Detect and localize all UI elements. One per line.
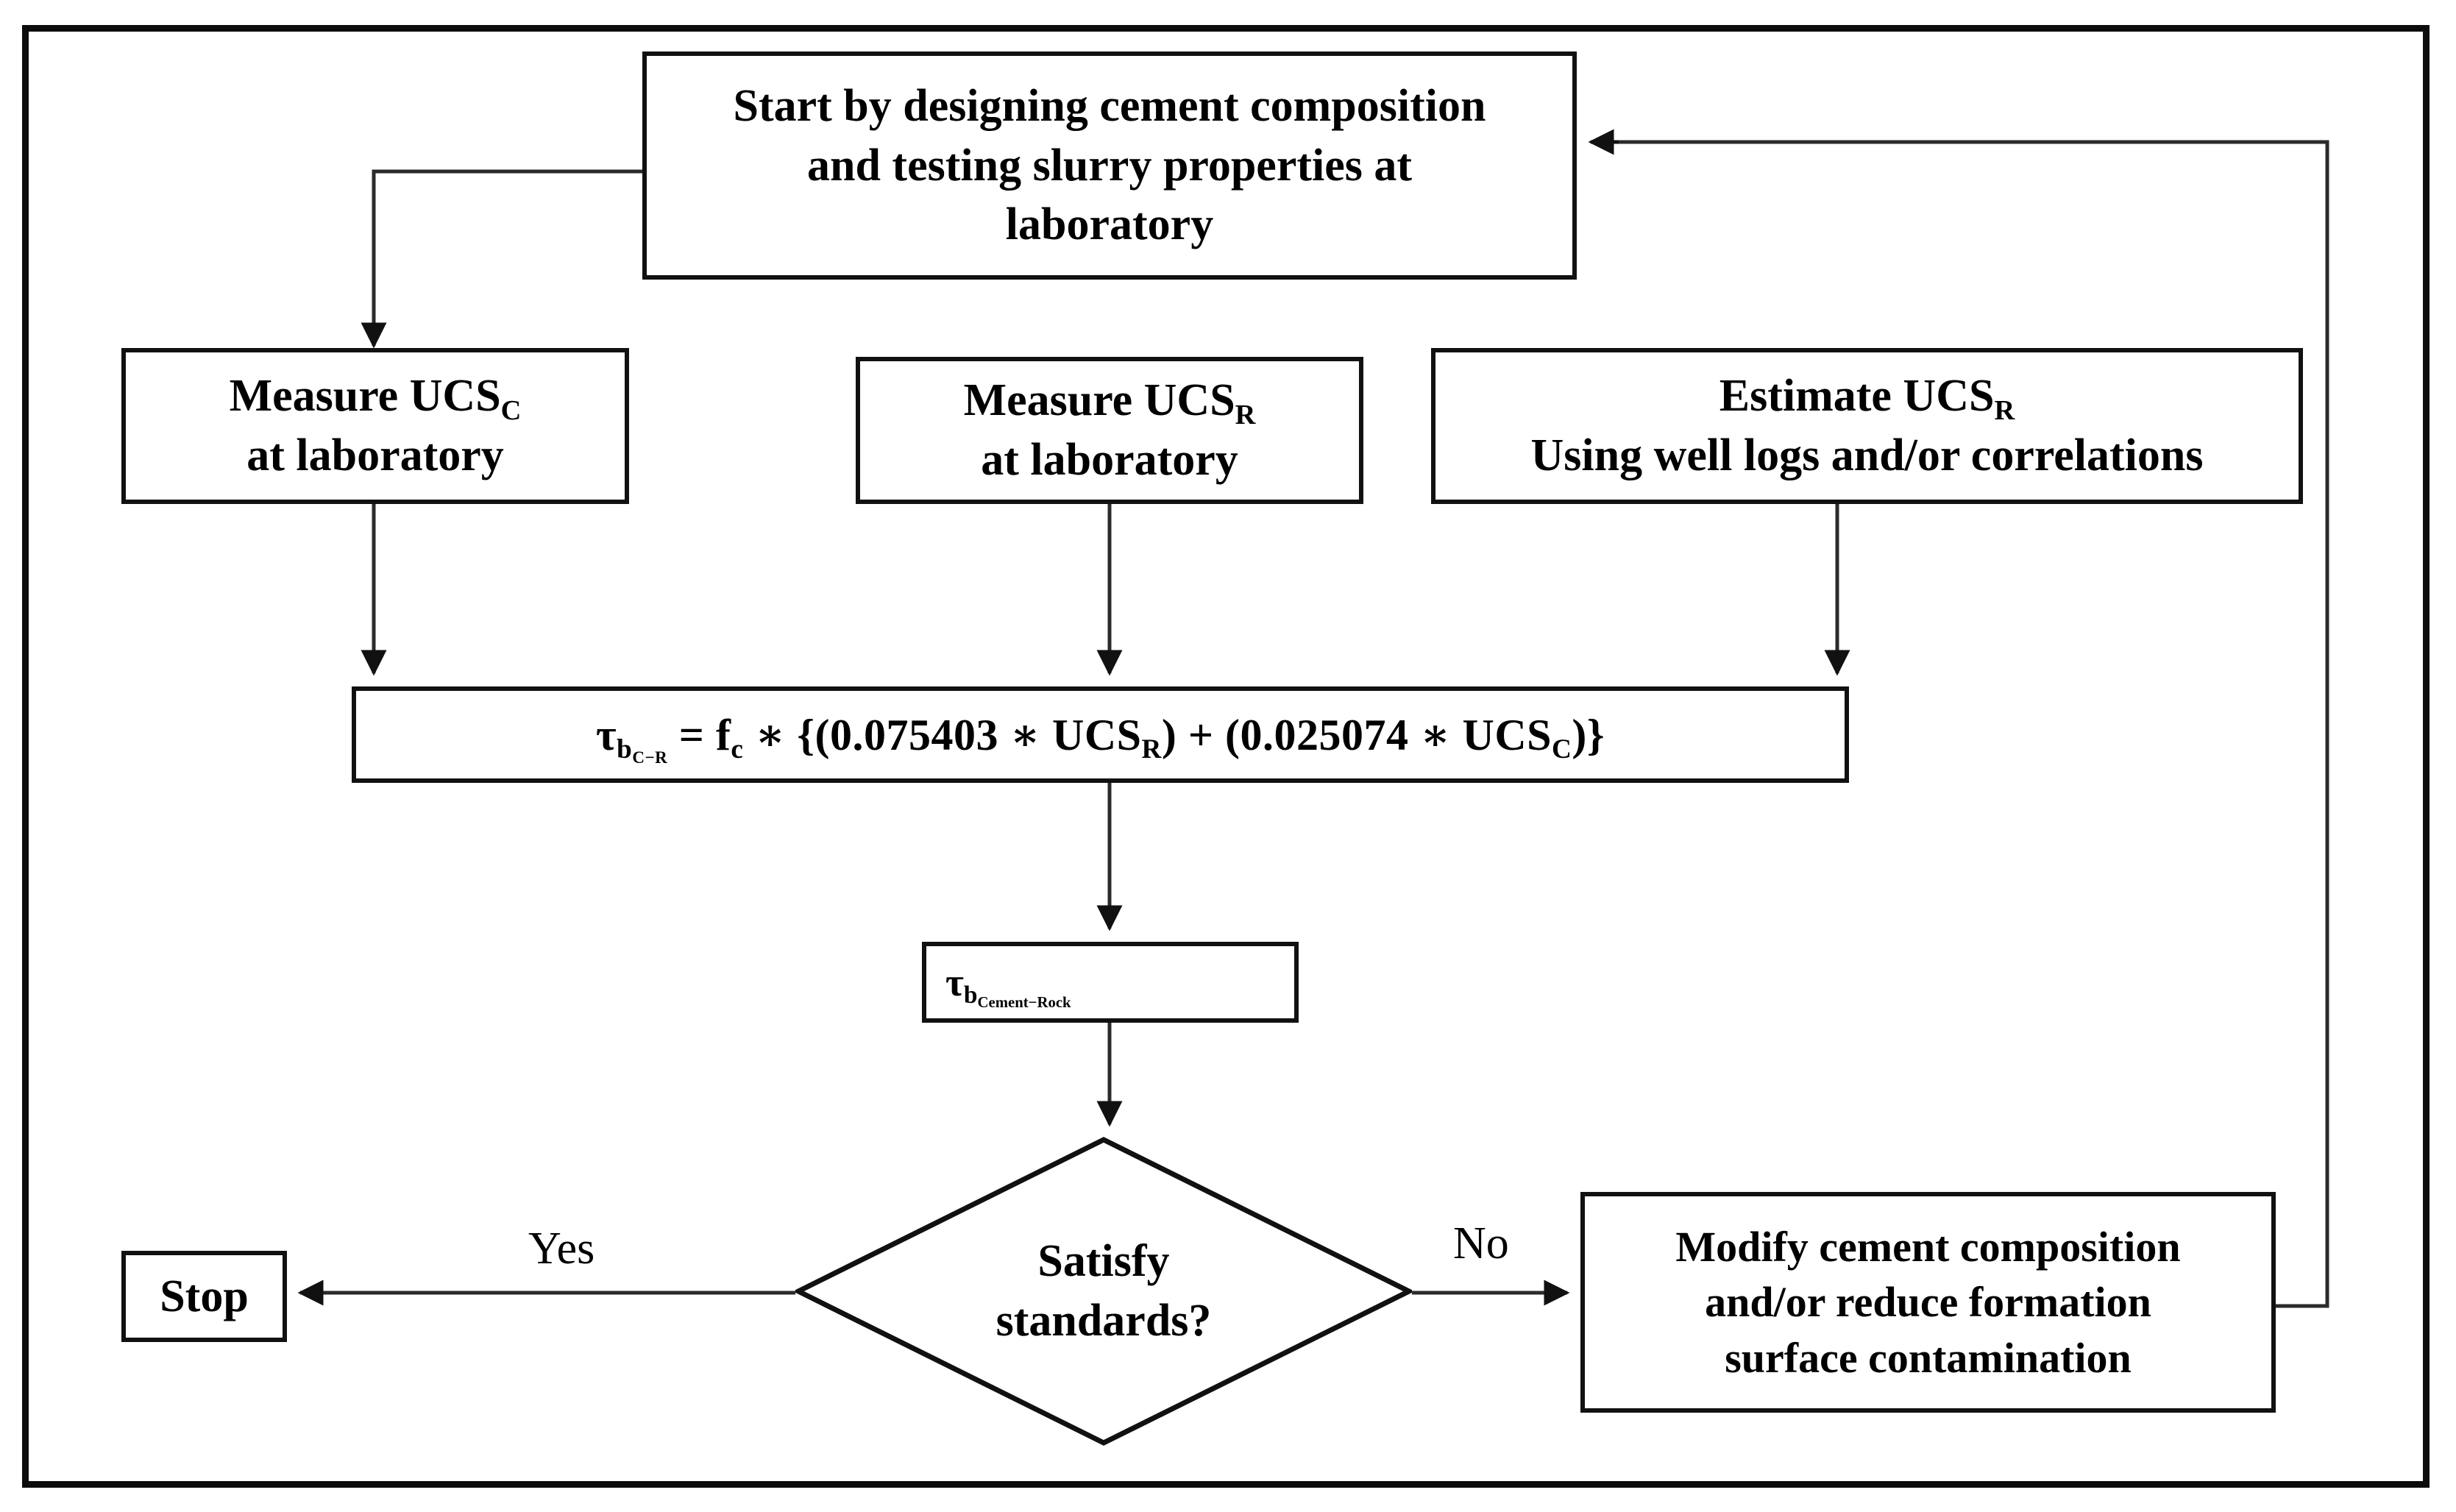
ucs-r-subscript: R [1235,399,1256,430]
node-measure-ucs-c-line-2: at laboratory [246,430,504,480]
node-start-text: Start by designing cement composition an… [647,77,1572,255]
coefficient-cement: 0.025074 [1240,710,1409,759]
node-start-line-1: Start by designing cement composition [733,81,1486,132]
estimate-ucs-r-subscript: R [1994,394,2015,426]
node-measure-ucs-c-text: Measure UCSC at laboratory [126,366,625,485]
node-stop-text: Stop [126,1267,283,1327]
formula-expression: τbC−R = fc ∗ {(0.075403 ∗ UCSR) + (0.025… [366,706,1834,767]
node-estimate-ucs-r[interactable]: Estimate UCSR Using well logs and/or cor… [1431,348,2303,504]
tau-result-expression: τbCement−Rock [945,956,1284,1012]
var-rock-subscript: R [1141,734,1162,764]
node-modify-text: Modify cement composition and/or reduce … [1585,1219,2271,1385]
node-modify-cement-composition[interactable]: Modify cement composition and/or reduce … [1580,1192,2276,1413]
node-start-line-3: laboratory [1005,199,1214,250]
diamond-shape [795,1137,1412,1446]
node-formula-text: τbC−R = fc ∗ {(0.075403 ∗ UCSR) + (0.025… [356,706,1845,767]
node-stop[interactable]: Stop [121,1251,287,1342]
node-estimate-ucs-r-line-2: Using well logs and/or correlations [1530,430,2204,480]
node-measure-ucs-r-line-1: Measure UCSR [870,371,1349,430]
tau-result-sub-main: b [963,981,978,1009]
edge-label-no: No [1453,1218,1509,1268]
node-measure-ucs-c[interactable]: Measure UCSC at laboratory [121,348,629,504]
node-formula[interactable]: τbC−R = fc ∗ {(0.075403 ∗ UCSR) + (0.025… [352,686,1849,783]
node-measure-ucs-r-text: Measure UCSR at laboratory [860,371,1359,489]
node-decision-satisfy-standards[interactable]: Satisfy standards? [795,1137,1412,1446]
var-rock-prefix: UCS [1051,710,1142,759]
node-tau-result[interactable]: τbCement−Rock [922,942,1299,1023]
tau-result-symbol: τ [945,959,964,1004]
tau-symbol: τ [595,710,617,759]
formula-equals: = [667,710,716,759]
formula-plus: ) + ( [1161,710,1241,759]
tau-result-sub-detail: Cement−Rock [977,995,1071,1012]
tau-subscript-group: bC−R [617,734,668,767]
coefficient-rock: 0.075403 [830,710,999,759]
var-cement-prefix: UCS [1462,710,1552,759]
fc-subscript: c [731,734,744,764]
tau-result-sub-group: bCement−Rock [963,981,1071,1012]
ucs-r-prefix: Measure UCS [963,375,1235,426]
tau-sub-main: b [617,734,633,764]
ucs-c-prefix: Measure UCS [229,371,501,422]
node-modify-line-2: and/or reduce formation [1705,1278,2151,1327]
estimate-ucs-r-prefix: Estimate UCS [1719,371,1995,422]
node-measure-ucs-r[interactable]: Measure UCSR at laboratory [856,357,1363,504]
fc-symbol: f [715,710,731,759]
node-stop-label: Stop [160,1271,249,1321]
node-start-line-2: and testing slurry properties at [806,140,1413,191]
tau-sub-detail: C−R [632,747,668,767]
formula-mult-1: ∗ [998,710,1052,759]
formula-body-open: ∗ {( [743,710,831,759]
edge-label-yes: Yes [528,1224,595,1274]
node-modify-line-3: surface contamination [1725,1333,2132,1382]
node-measure-ucs-r-line-2: at laboratory [981,435,1238,485]
node-estimate-ucs-r-line-1: Estimate UCSR [1446,366,2288,426]
node-tau-result-text: τbCement−Rock [926,956,1294,1012]
var-cement-subscript: C [1552,734,1572,764]
node-measure-ucs-c-line-1: Measure UCSC [136,366,614,426]
node-start[interactable]: Start by designing cement composition an… [642,52,1577,280]
formula-body-close: )} [1572,710,1605,759]
ucs-c-subscript: C [500,394,522,426]
node-estimate-ucs-r-text: Estimate UCSR Using well logs and/or cor… [1435,366,2299,485]
node-modify-line-1: Modify cement composition [1675,1222,2181,1271]
formula-mult-2: ∗ [1408,710,1463,759]
